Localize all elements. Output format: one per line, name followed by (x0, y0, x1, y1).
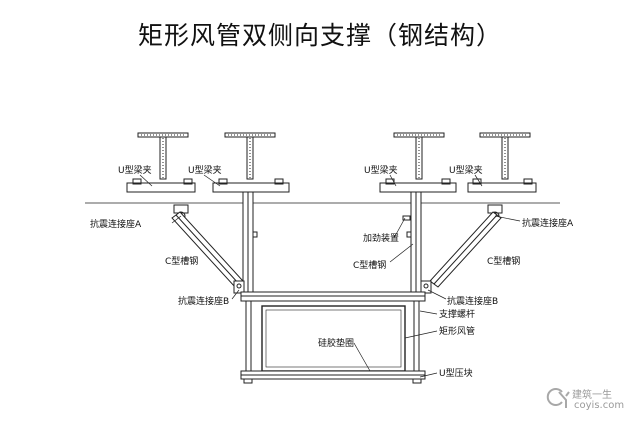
label-support-rod: 支撑螺杆 (439, 308, 475, 320)
stiffener (402, 215, 411, 221)
label-c-channel-center: C型槽钢 (353, 259, 386, 271)
label-seismic-base-a-right: 抗震连接座A (522, 217, 574, 229)
rectangular-duct (261, 305, 406, 372)
support-rod-left (245, 300, 252, 378)
vertical-hanger-right (406, 191, 422, 293)
label-u-clamp-1: U型梁夹 (118, 164, 152, 176)
u-press-block (240, 370, 426, 384)
flange-left-inner (212, 178, 290, 193)
label-u-clamp-2: U型梁夹 (188, 164, 222, 176)
label-u-press-block: U型压块 (439, 367, 473, 379)
i-beam-3 (393, 132, 445, 180)
diagram-title: 矩形风管双侧向支撑（钢结构） (137, 21, 502, 50)
flange-left-outer (126, 178, 196, 193)
crossbar (240, 291, 426, 302)
i-beam-4 (479, 132, 531, 180)
watermark-cn: 建筑一生 (572, 390, 612, 401)
label-seismic-base-b-right: 抗震连接座B (447, 295, 498, 307)
leader-lines (139, 174, 521, 378)
i-beam-1 (137, 132, 189, 180)
label-c-channel-right: C型槽钢 (487, 255, 520, 267)
label-u-clamp-4: U型梁夹 (449, 164, 483, 176)
label-seismic-base-a-left: 抗震连接座A (90, 218, 142, 230)
watermark-logo-icon (546, 388, 570, 408)
support-rod-right (413, 300, 420, 378)
label-duct: 矩形风管 (439, 325, 475, 337)
label-stiffener: 加劲装置 (363, 232, 399, 244)
label-seismic-base-b-left: 抗震连接座B (178, 295, 229, 307)
flange-right-outer (467, 178, 537, 193)
vertical-hanger-left (242, 191, 258, 293)
label-u-clamp-3: U型梁夹 (364, 164, 398, 176)
flange-right-inner (379, 178, 457, 193)
seismic-base-b-left (233, 280, 245, 294)
i-beam-2 (224, 132, 276, 180)
diagonal-brace-left (171, 211, 244, 288)
label-c-channel-left: C型槽钢 (165, 255, 198, 267)
diagonal-brace-right (429, 211, 502, 288)
label-pad: 硅胶垫圈 (318, 337, 354, 349)
seismic-base-b-right (420, 280, 432, 294)
watermark-url: coyis.com (574, 400, 625, 411)
